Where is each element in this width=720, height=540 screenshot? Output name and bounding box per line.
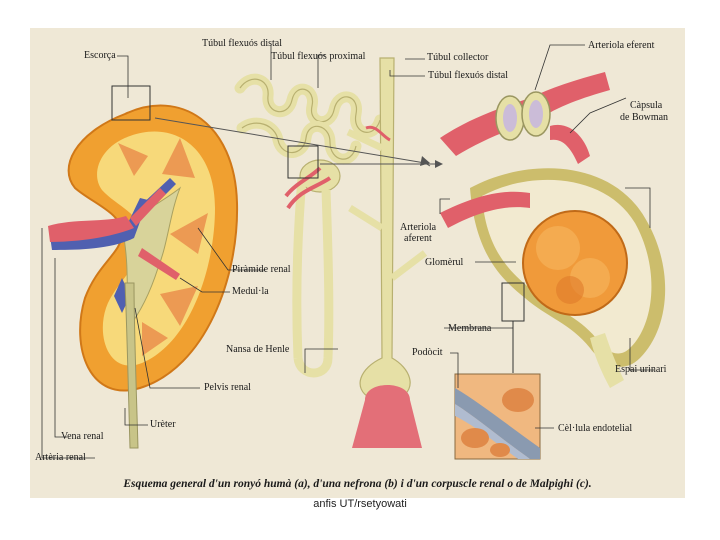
figure-caption: Esquema general d'un ronyó humà (a), d'u… — [123, 478, 592, 490]
kidney-illustration — [48, 85, 239, 449]
label-nansa-de-henle: Nansa de Henle — [226, 344, 290, 355]
illustration-plate: Escorça Túbul flexuós distal Túbul flexu… — [30, 28, 685, 498]
corpuscle-illustration — [440, 72, 666, 388]
membrane-inset — [454, 373, 541, 460]
leader-lines — [41, 44, 654, 459]
label-ureter: Urèter — [150, 419, 176, 430]
label-escorca: Escorça — [84, 50, 116, 61]
label-tubul-collector: Túbul collector — [427, 52, 489, 63]
label-medulla: Medul·la — [232, 286, 269, 297]
label-de-bowman: de Bowman — [620, 112, 669, 123]
label-tubul-flexuos-proximal: Túbul flexuós proximal — [271, 51, 366, 62]
label-arteriola-aferent-1: Arteriola — [400, 222, 437, 233]
anatomy-drawing — [41, 44, 666, 460]
label-arteria-renal: Artèria renal — [35, 452, 86, 463]
label-glomerul: Glomèrul — [425, 257, 464, 268]
label-vena-renal: Vena renal — [61, 431, 104, 442]
label-piramide-renal: Piràmide renal — [232, 264, 291, 275]
label-podocit: Podòcit — [412, 347, 443, 358]
image-credit: anfis UT/rsetyowati — [313, 498, 407, 510]
label-membrana: Membrana — [448, 323, 492, 334]
label-tubul-flexuos-distal-right: Túbul flexuós distal — [428, 70, 508, 81]
label-capsula: Càpsula — [630, 100, 663, 111]
label-espai-urinari: Espai urinari — [615, 364, 667, 375]
label-pelvis-renal: Pelvis renal — [204, 382, 251, 393]
label-arteriola-eferent: Arteriola eferent — [588, 40, 655, 51]
label-arteriola-aferent-2: aferent — [404, 233, 432, 244]
nephron-illustration — [154, 57, 443, 448]
label-cellula-endotelial: Cèl·lula endotelial — [558, 423, 633, 434]
label-tubul-flexuos-distal: Túbul flexuós distal — [202, 38, 282, 49]
